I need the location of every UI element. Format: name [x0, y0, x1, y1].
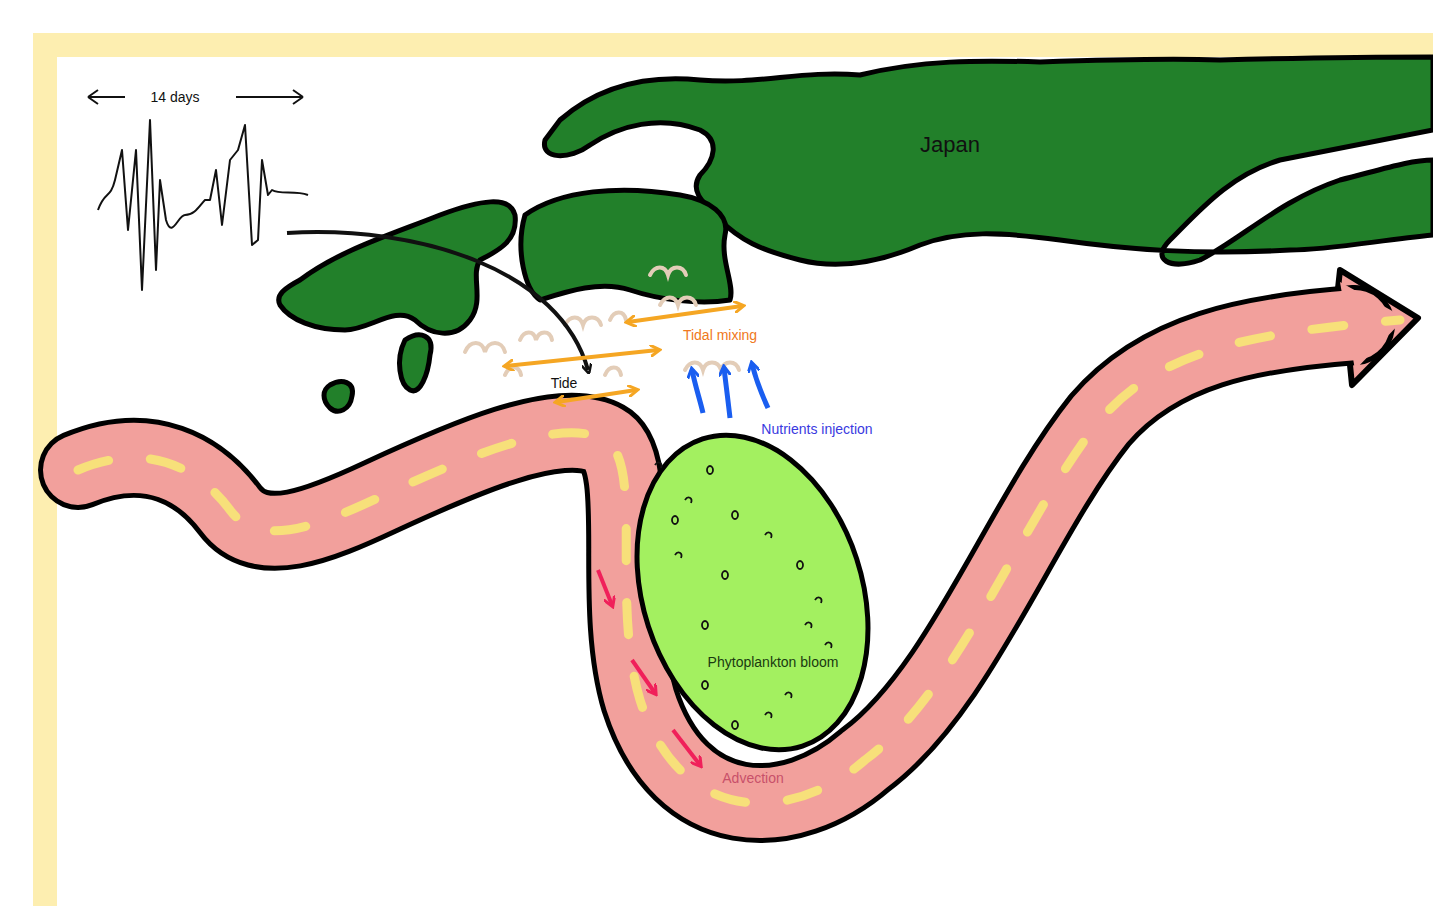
current-band — [78, 270, 1418, 803]
period-label: 14 days — [150, 89, 199, 105]
period-arrow — [236, 90, 303, 104]
frame — [33, 33, 1433, 906]
tide-arrow — [287, 232, 588, 370]
process-label: Tidal mixing — [683, 327, 757, 343]
process-label: Advection — [722, 770, 783, 786]
period-arrow — [88, 90, 125, 104]
nutrient-arrows — [692, 364, 768, 418]
process-label: Nutrients injection — [761, 421, 872, 437]
bloom-ellipse: Phytoplankton bloom — [615, 425, 890, 760]
country-label: Japan — [920, 132, 980, 158]
tidal-arrows — [506, 306, 742, 402]
tide-signal — [98, 120, 308, 290]
process-label: Tide — [551, 375, 578, 391]
bloom-shape — [615, 425, 890, 760]
frame-inner — [57, 57, 1433, 906]
bloom-label: Phytoplankton bloom — [708, 654, 839, 670]
